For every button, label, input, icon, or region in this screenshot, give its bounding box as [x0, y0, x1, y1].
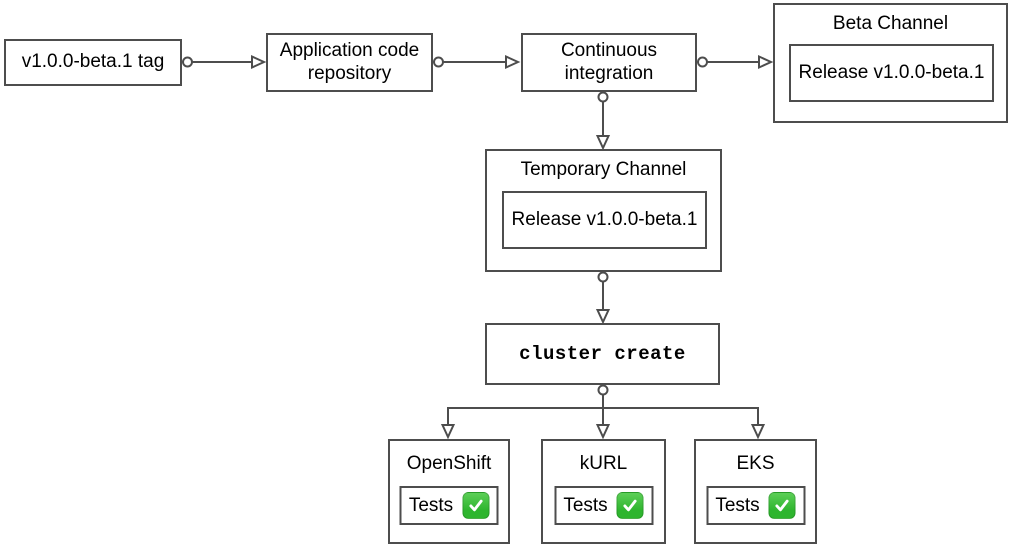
node-cluster-eks: EKS Tests [694, 439, 817, 544]
tests-label: Tests [715, 494, 760, 516]
arrowhead-icon [750, 424, 766, 440]
beta-channel-title: Beta Channel [832, 13, 949, 34]
node-cluster-create-command: cluster create [485, 323, 720, 385]
cluster-kurl-title: kURL [579, 453, 628, 474]
node-continuous-integration: Continuous integration [521, 33, 697, 92]
edge-tag-to-repo [182, 54, 267, 70]
check-mark-icon [616, 492, 644, 519]
node-cluster-kurl: kURL Tests [541, 439, 666, 544]
beta-channel-release-box: Release v1.0.0-beta.1 [789, 44, 994, 102]
edge-repo-to-ci [433, 54, 521, 70]
edge-source-dot [597, 271, 609, 283]
temporary-channel-title: Temporary Channel [520, 159, 687, 180]
check-mark-icon [768, 492, 796, 519]
node-temporary-channel: Temporary Channel Release v1.0.0-beta.1 [485, 149, 722, 272]
temporary-channel-release-label: Release v1.0.0-beta.1 [511, 209, 698, 230]
cluster-openshift-title: OpenShift [406, 453, 492, 474]
arrowhead-icon [595, 309, 611, 325]
arrowhead-icon [758, 54, 774, 70]
arrowhead-icon [595, 135, 611, 151]
cluster-openshift-tests-box: Tests [399, 486, 499, 525]
node-cluster-openshift: OpenShift Tests [388, 439, 510, 544]
cluster-eks-title: EKS [736, 453, 775, 474]
check-mark-icon [462, 492, 490, 519]
edge-branch-line [447, 407, 759, 425]
node-beta-channel: Beta Channel Release v1.0.0-beta.1 [773, 3, 1008, 123]
edge-source-dot [433, 56, 444, 68]
tests-label: Tests [563, 494, 608, 516]
node-version-tag: v1.0.0-beta.1 tag [4, 39, 182, 86]
node-application-code-repository: Application code repository [266, 33, 433, 92]
edge-temporary-channel-to-cluster-create [595, 271, 611, 325]
continuous-integration-label: Continuous integration [560, 39, 658, 84]
cluster-create-label: cluster create [519, 342, 686, 365]
edge-source-dot [697, 56, 708, 68]
cluster-eks-tests-box: Tests [706, 486, 805, 525]
edge-ci-to-temporary-channel [595, 91, 611, 151]
temporary-channel-release-box: Release v1.0.0-beta.1 [502, 191, 707, 249]
arrowhead-icon [595, 424, 611, 440]
edge-cluster-create-to-clusters [440, 384, 766, 440]
version-tag-label: v1.0.0-beta.1 tag [21, 51, 165, 73]
cluster-kurl-tests-box: Tests [554, 486, 653, 525]
tests-label: Tests [408, 494, 454, 516]
arrowhead-icon [251, 54, 267, 70]
arrowhead-icon [505, 54, 521, 70]
edge-source-dot [597, 91, 609, 103]
beta-channel-release-label: Release v1.0.0-beta.1 [798, 62, 985, 83]
edge-source-dot [182, 56, 193, 68]
edge-source-dot [597, 384, 609, 396]
application-code-repository-label: Application code repository [279, 39, 420, 84]
edge-ci-to-beta-channel [697, 54, 774, 70]
arrowhead-icon [440, 424, 456, 440]
